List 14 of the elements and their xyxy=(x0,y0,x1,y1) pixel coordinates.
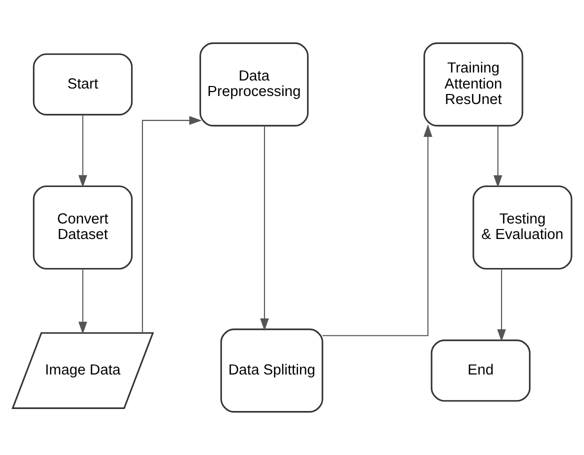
node-box: End xyxy=(430,340,531,402)
arrow xyxy=(322,124,432,336)
node-box: Convert Dataset xyxy=(32,185,133,270)
arrow xyxy=(78,114,88,188)
node-box: Testing & Evaluation xyxy=(472,185,572,270)
arrow xyxy=(260,126,269,331)
node-box: Training Attention ResUnet xyxy=(423,42,524,126)
arrow xyxy=(78,268,88,334)
arrow xyxy=(494,126,502,188)
node-box: Start xyxy=(32,53,133,116)
arrow xyxy=(142,116,202,333)
node-box: Data Splitting xyxy=(220,328,324,413)
node-box: Data Preprocessing xyxy=(199,42,309,126)
arrow xyxy=(497,268,506,342)
